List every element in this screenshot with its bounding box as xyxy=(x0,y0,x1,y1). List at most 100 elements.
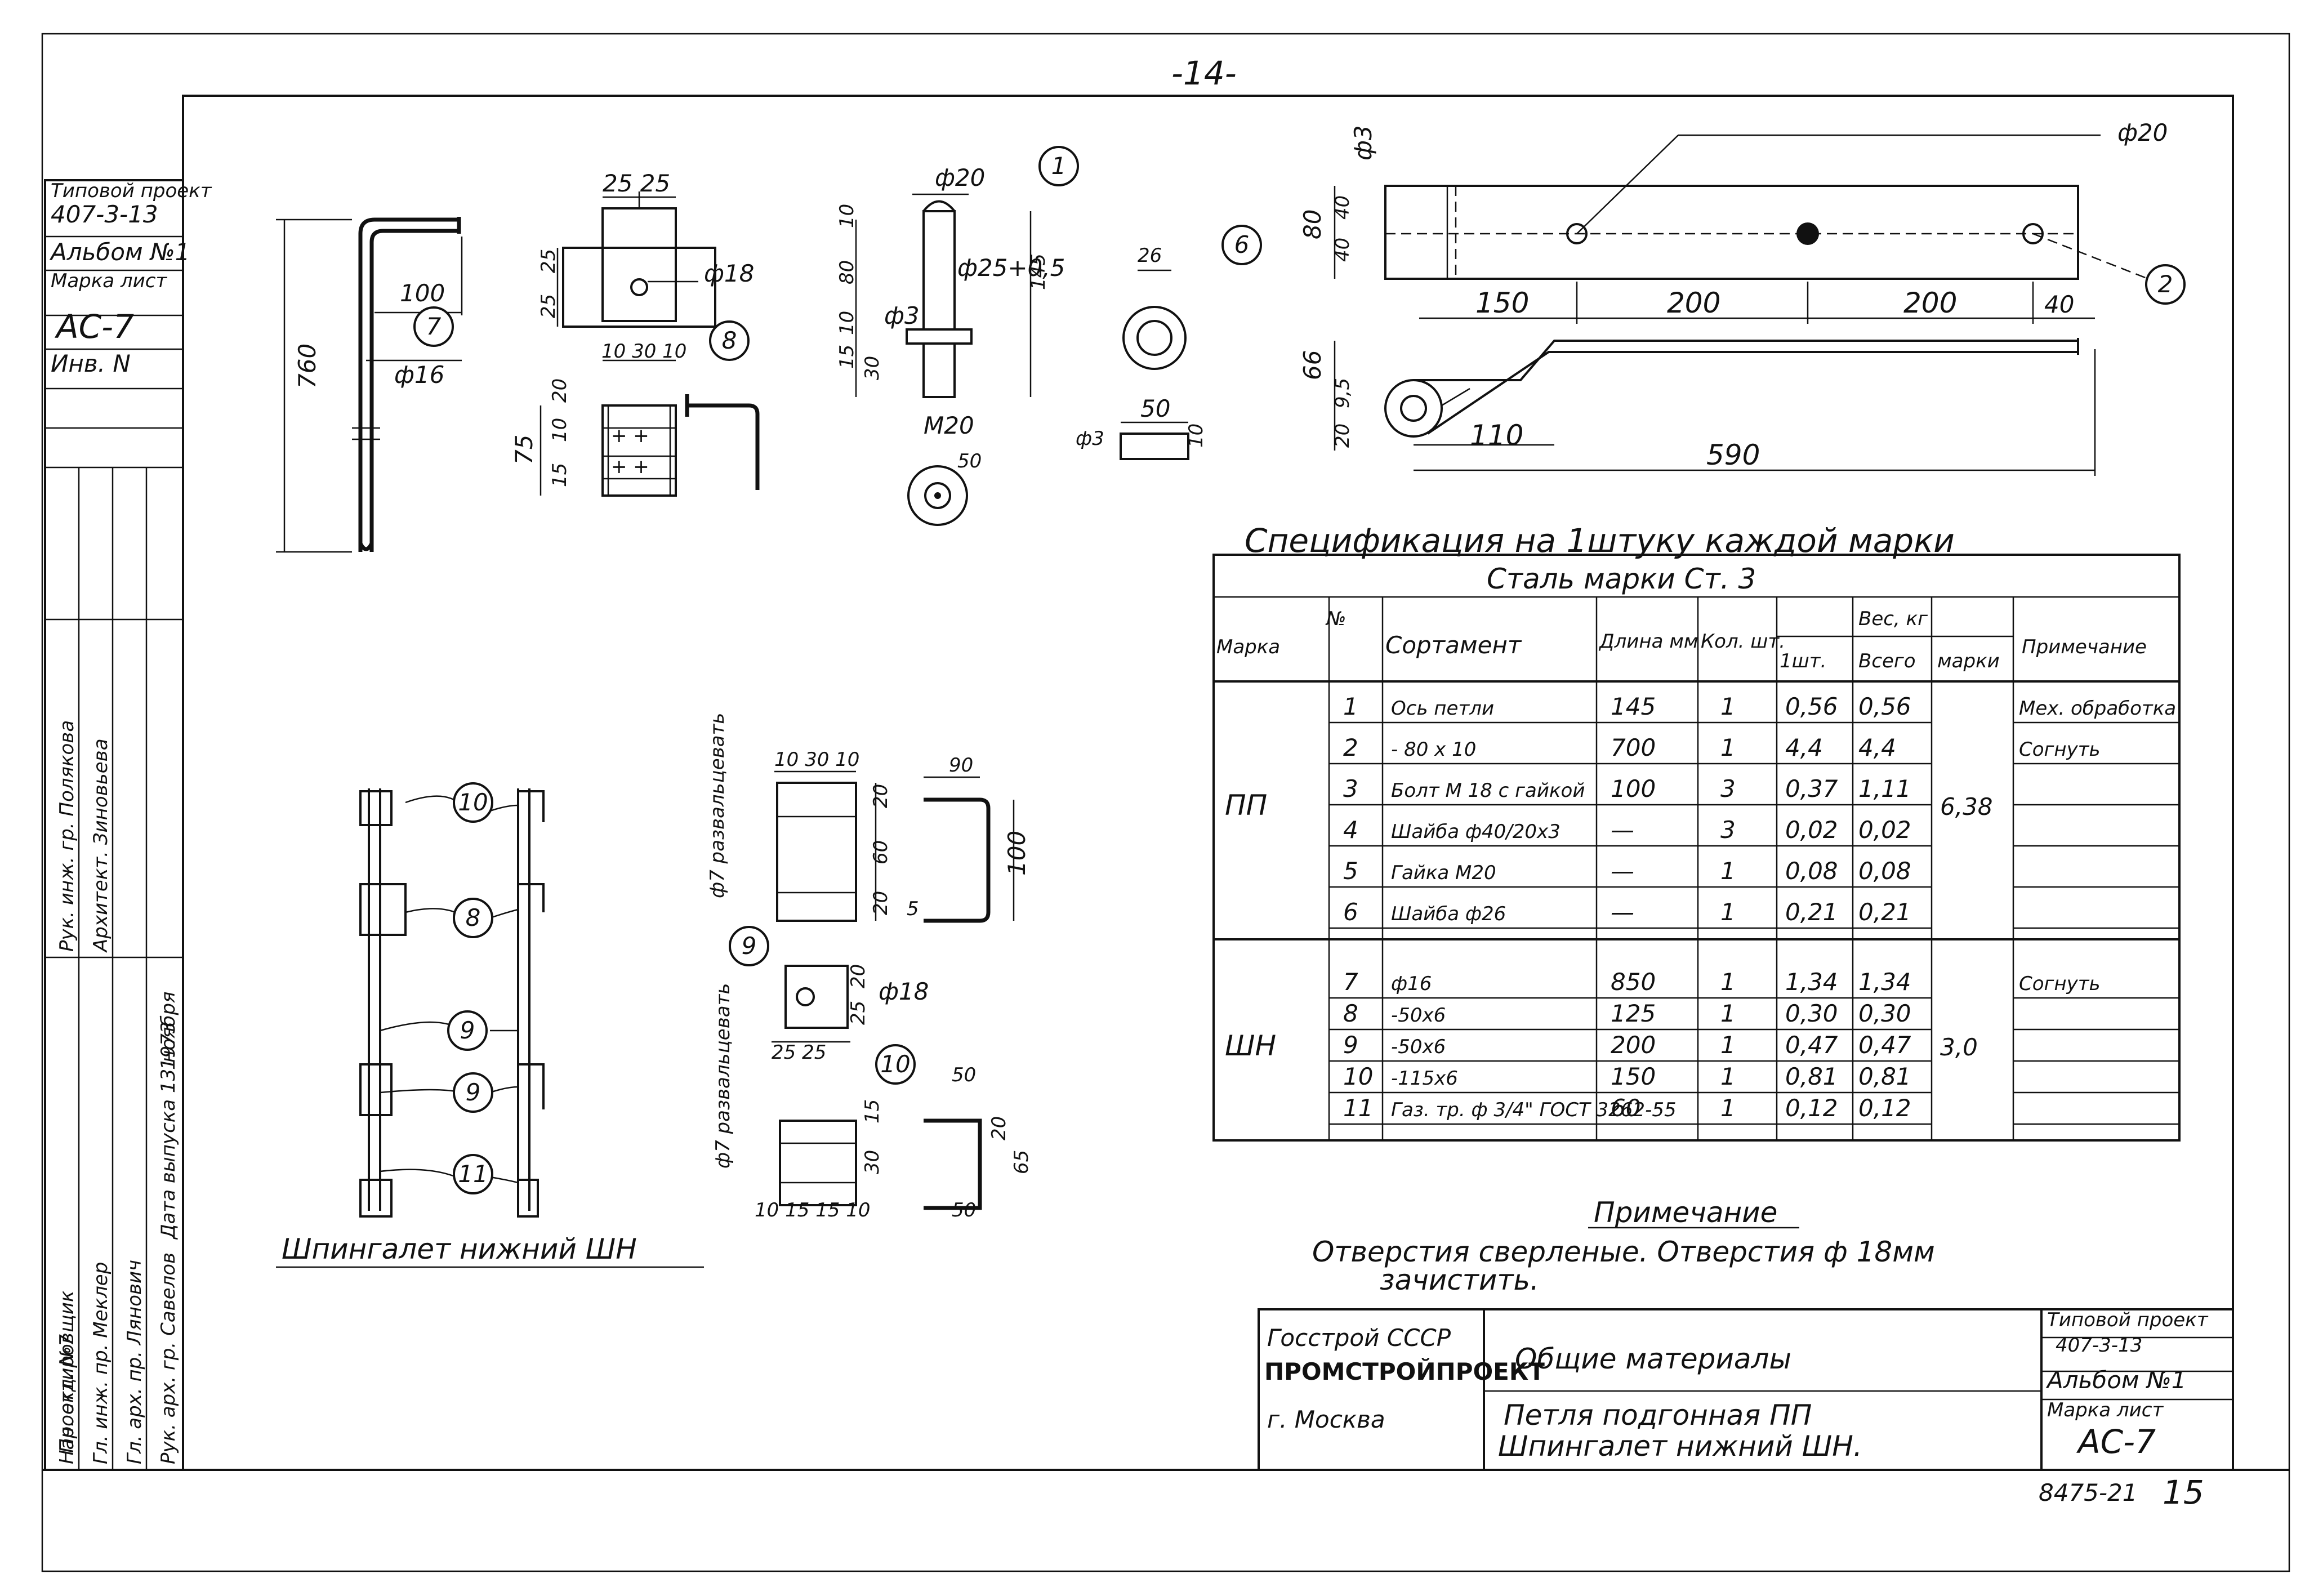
spec-cell-qty: 1 xyxy=(1720,898,1736,926)
callout: 9 xyxy=(453,1072,493,1113)
callout: 2 xyxy=(2145,264,2186,305)
spec-cell-sort: Шайба ф26 xyxy=(1391,903,1506,925)
svg-text:20: 20 xyxy=(988,1116,1010,1140)
left-stamp: Типовой проект 407-3-13 Альбом №1 Марка … xyxy=(44,179,212,1471)
spec-cell-w1: 0,21 xyxy=(1785,898,1838,926)
svg-text:ф20: ф20 xyxy=(935,164,985,191)
spec-h-sort: Сортамент xyxy=(1385,631,1522,659)
bracket-details: ф7 развальцевать ф7 развальцевать 10 30 … xyxy=(706,713,1033,1221)
stamp-signature: Рук. арх. гр. Савелов xyxy=(157,1252,180,1464)
spec-cell-sort: Ось петли xyxy=(1391,697,1494,720)
strap-2-top-view: ф20 ф3 80 40 40 150 200 200 40 xyxy=(1299,119,2168,324)
callout: 9 xyxy=(447,1010,488,1051)
svg-text:200: 200 xyxy=(1667,287,1720,319)
stamp-project-label: Типовой проект xyxy=(51,180,212,202)
spec-cell-sort: Шайба ф40/20x3 xyxy=(1391,821,1561,843)
spec-cell-sort: -50x6 xyxy=(1391,1036,1446,1058)
spec-cell-sort: ф16 xyxy=(1391,973,1432,995)
spec-cell-no: 9 xyxy=(1343,1031,1358,1059)
spec-cell-qty: 3 xyxy=(1720,816,1736,844)
svg-text:150: 150 xyxy=(1475,287,1529,319)
svg-text:10: 10 xyxy=(836,204,858,228)
spec-cell-w1: 0,56 xyxy=(1785,693,1838,720)
stamp-signature: Рук. инж. гр. Полякова xyxy=(56,720,78,952)
svg-text:50: 50 xyxy=(952,1064,976,1086)
spec-cell-len: — xyxy=(1611,816,1634,844)
spec-cell-wa: 4,4 xyxy=(1858,734,1896,761)
spec-cell-wa: 1,11 xyxy=(1858,775,1911,803)
callout: 7 xyxy=(413,306,454,347)
callout-label: 11 xyxy=(458,1160,488,1188)
spec-cell-qty: 1 xyxy=(1720,1031,1736,1059)
tb-mark-value: АС-7 xyxy=(2076,1423,2156,1461)
plate-8-view: 25 25 25 25 ф18 + + + + 10 30 10 20 10 1… xyxy=(510,170,760,497)
svg-text:ф3: ф3 xyxy=(1076,427,1104,450)
callout-label: 9 xyxy=(742,932,757,960)
callout: 8 xyxy=(709,320,750,361)
callout-label: 6 xyxy=(1234,231,1250,258)
spec-cell-len: — xyxy=(1611,857,1634,885)
svg-text:ф3: ф3 xyxy=(1349,125,1377,161)
svg-text:10 30 10: 10 30 10 xyxy=(601,340,686,363)
footer-page: 15 xyxy=(2163,1473,2204,1512)
spec-cell-qty: 1 xyxy=(1720,857,1736,885)
svg-text:40: 40 xyxy=(1331,238,1354,262)
spec-cell-sort: -115x6 xyxy=(1391,1067,1458,1090)
callout: 10 xyxy=(875,1044,916,1085)
outer-frame xyxy=(41,33,2290,1572)
svg-text:10: 10 xyxy=(1185,423,1207,448)
spec-cell-wa: 0,81 xyxy=(1858,1063,1911,1090)
stamp-signature: Гл. арх. пр. Лянович xyxy=(123,1260,146,1464)
axle-1-view: ф20 10 80 ф25+0,5 145 10 ф3 15 30 М20 50 xyxy=(836,164,1065,526)
spec-cell-w1: 0,81 xyxy=(1785,1063,1838,1090)
stamp-inv: Инв. N xyxy=(51,350,131,377)
svg-text:10 30 10: 10 30 10 xyxy=(774,748,859,771)
spec-cell-qty: 1 xyxy=(1720,1094,1736,1122)
spec-cell-wa: 0,12 xyxy=(1858,1094,1911,1122)
tb-section: Общие материалы xyxy=(1515,1343,1791,1375)
stamp-signature: 1973 xyxy=(157,1021,180,1070)
spec-cell-sort: Гайка М20 xyxy=(1391,862,1496,884)
svg-text:26: 26 xyxy=(1138,244,1162,267)
svg-text:65: 65 xyxy=(1010,1150,1033,1174)
spec-heading: Спецификация на 1штуку каждой марки xyxy=(1245,521,1955,560)
spec-cell-no: 7 xyxy=(1343,968,1358,996)
stamp-signature: Дата выпуска 13 ноября xyxy=(157,991,180,1240)
spec-h-qty: Кол. шт. xyxy=(1701,630,1785,653)
spagnolette-assembly: Шпингалет нижний ШН xyxy=(276,788,704,1268)
spec-cell-wa: 0,47 xyxy=(1858,1031,1911,1059)
spec-cell-sort: - 80 x 10 xyxy=(1391,738,1476,761)
callout-label: 1 xyxy=(1051,152,1067,180)
svg-text:20: 20 xyxy=(1331,423,1354,448)
spec-cell-len: — xyxy=(1611,898,1634,926)
callout: 1 xyxy=(1038,146,1079,186)
svg-text:40: 40 xyxy=(1331,195,1354,220)
spec-cell-qty: 1 xyxy=(1720,693,1736,720)
spec-cell-no: 1 xyxy=(1343,693,1358,720)
spec-cell-qty: 3 xyxy=(1720,775,1736,803)
spec-cell-len: 125 xyxy=(1611,1000,1656,1027)
stamp-signature: Архитект. Зиновьева xyxy=(90,738,112,953)
spec-cell-len: 850 xyxy=(1611,968,1656,996)
spec-h-weight: Вес, кг xyxy=(1858,608,1928,630)
svg-text:10 15 15 10: 10 15 15 10 xyxy=(755,1199,870,1221)
spec-cell-qty: 1 xyxy=(1720,968,1736,996)
spec-cell-len: 145 xyxy=(1611,693,1656,720)
svg-text:200: 200 xyxy=(1903,287,1957,319)
svg-text:30: 30 xyxy=(861,1150,884,1174)
rod-7-view: 760 100 ф16 xyxy=(276,217,463,553)
svg-text:ф18: ф18 xyxy=(704,260,754,287)
spec-h-mark: Марка xyxy=(1216,636,1280,658)
svg-text:25: 25 xyxy=(537,294,560,318)
svg-text:9,5: 9,5 xyxy=(1331,378,1354,408)
spec-cell-sort: Газ. тр. ф 3/4" ГОСТ 3262-55 xyxy=(1391,1099,1677,1121)
spec-cell-note: Согнуть xyxy=(2019,738,2101,761)
svg-text:ф3: ф3 xyxy=(884,302,920,329)
spec-cell-note: Согнуть xyxy=(2019,973,2101,995)
svg-text:20: 20 xyxy=(549,378,571,403)
svg-text:5: 5 xyxy=(907,898,919,920)
svg-text:15: 15 xyxy=(861,1099,884,1124)
callout-label: 8 xyxy=(722,327,737,354)
spec-cell-w1: 0,08 xyxy=(1785,857,1838,885)
svg-text:90: 90 xyxy=(949,754,973,777)
